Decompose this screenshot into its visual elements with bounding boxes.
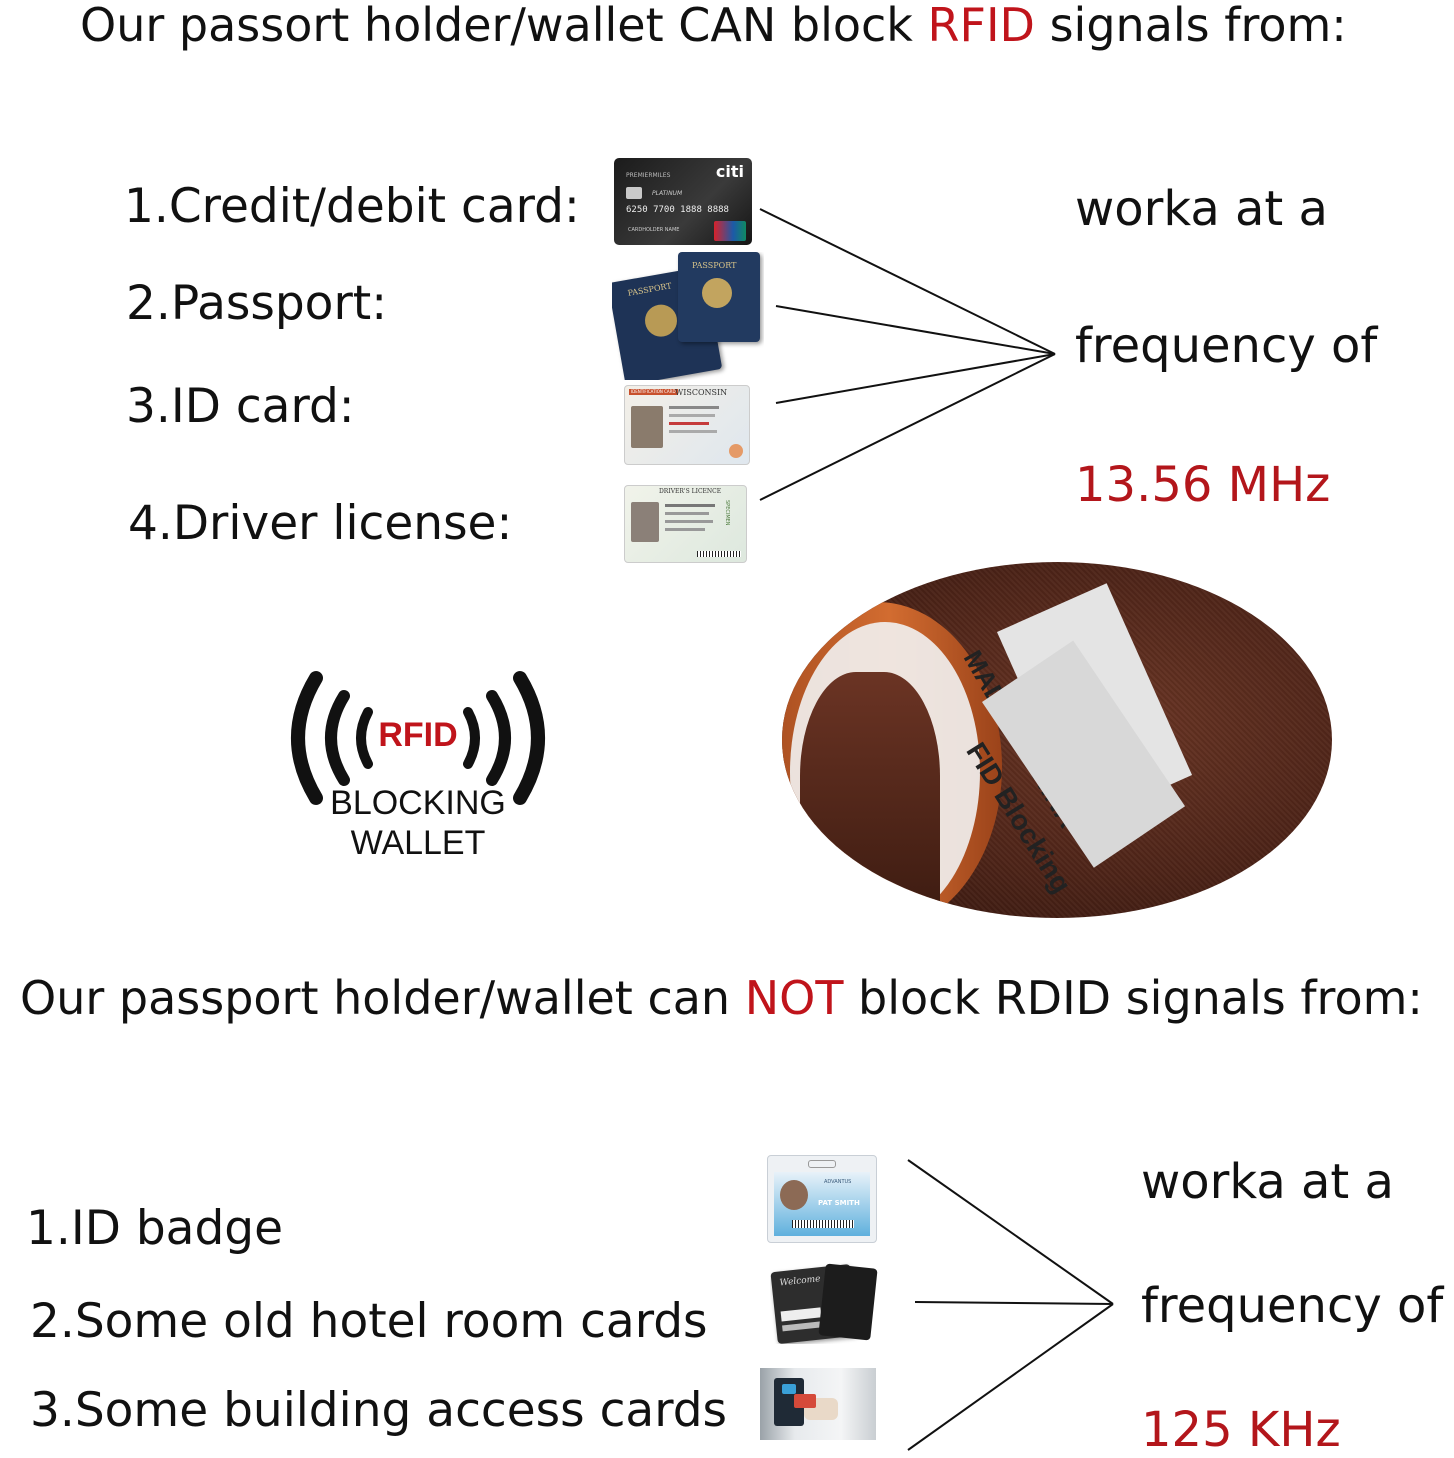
id-card-image: IDENTIFICATION CARD WISCONSIN — [624, 385, 750, 465]
hotel-keycard — [818, 1263, 878, 1341]
passport-image: PASSPORT PASSPORT — [612, 252, 764, 380]
bottom-item-hotel-cards: 2.Some old hotel room cards — [30, 1294, 708, 1349]
signal-waves-left-icon — [291, 671, 373, 805]
bottom-heading-highlight: NOT — [744, 971, 844, 1025]
eagle-seal-icon — [702, 278, 732, 308]
id-card-photo — [631, 406, 663, 448]
connector-access-card — [907, 1303, 1114, 1451]
citi-logo-icon: citi — [715, 162, 744, 181]
logo-line2: WALLET — [351, 824, 486, 862]
id-card-title: WISCONSIN — [675, 388, 728, 397]
signal-waves-right-icon — [463, 671, 545, 805]
connector-hotel-card — [914, 1301, 1114, 1305]
top-item-credit-card: 1.Credit/debit card: — [124, 179, 580, 234]
id-badge-image: ADVANTUS PAT SMITH — [767, 1155, 877, 1243]
connector-id-card — [775, 353, 1056, 404]
top-heading-tail: signals from: — [1034, 0, 1347, 52]
access-card-image — [760, 1368, 876, 1440]
badge-slot-icon — [808, 1160, 836, 1168]
barcode-icon — [697, 551, 741, 557]
bottom-heading-text: Our passport holder/wallet can — [20, 971, 745, 1025]
top-freq-line2: frequency of — [1075, 318, 1378, 374]
passport-front: PASSPORT — [678, 252, 760, 342]
wallet-photo: MADE IN CHINA FID Blocking — [782, 562, 1332, 918]
passport-front-label: PASSPORT — [692, 261, 737, 270]
passport-back-label: PASSPORT — [627, 281, 673, 298]
bottom-freq-line1: worka at a — [1141, 1154, 1394, 1210]
top-freq-value: 13.56 MHz — [1075, 457, 1331, 513]
bottom-heading: Our passport holder/wallet can NOT block… — [20, 975, 1423, 1021]
credit-card-image: PREMIERMILES citi PLATINUM 6250 7700 188… — [614, 158, 752, 245]
top-freq-line1: worka at a — [1075, 181, 1328, 237]
license-photo — [631, 502, 659, 542]
credit-card-program: PREMIERMILES — [626, 172, 671, 179]
top-heading-highlight: RFID — [927, 0, 1035, 52]
barcode-icon — [792, 1220, 854, 1228]
bottom-item-access-cards: 3.Some building access cards — [30, 1383, 728, 1438]
badge-company: ADVANTUS — [824, 1179, 852, 1185]
rfid-blocking-logo: RFID BLOCKING WALLET — [291, 671, 545, 862]
license-stamp: SPECIMEN — [724, 500, 730, 526]
credit-card-tier: PLATINUM — [652, 190, 683, 197]
chip-icon — [626, 187, 642, 199]
connector-credit-card — [759, 208, 1056, 355]
license-title: DRIVER'S LICENCE — [659, 488, 722, 495]
top-heading-text: Our passort holder/wallet CAN block — [80, 0, 928, 52]
credit-card-number: 6250 7700 1888 8888 — [626, 205, 729, 215]
credit-card-holder: CARDHOLDER NAME — [628, 227, 680, 233]
hotel-card-welcome: Welcome — [779, 1274, 822, 1289]
access-card-icon — [794, 1394, 816, 1408]
badge-name: PAT SMITH — [818, 1199, 860, 1207]
id-card-type: IDENTIFICATION CARD — [629, 389, 678, 395]
logo-rfid-text: RFID — [378, 716, 457, 754]
logo-line1: BLOCKING — [330, 784, 506, 822]
bottom-freq-value: 125 KHz — [1141, 1402, 1341, 1458]
hotel-card-image: Welcome — [770, 1262, 878, 1344]
connector-id-badge — [907, 1159, 1114, 1305]
badge-photo — [780, 1180, 808, 1210]
driver-license-image: DRIVER'S LICENCE SPECIMEN — [624, 485, 747, 563]
bottom-heading-tail: block RDID signals from: — [843, 971, 1423, 1025]
bottom-freq-line2: frequency of — [1141, 1278, 1444, 1334]
eagle-seal-icon — [642, 302, 680, 340]
top-item-id-card: 3.ID card: — [126, 379, 355, 434]
top-item-passport: 2.Passport: — [126, 276, 388, 331]
connector-passport — [775, 305, 1056, 355]
unionpay-logo-icon — [714, 221, 746, 241]
top-heading: Our passort holder/wallet CAN block RFID… — [80, 2, 1347, 48]
top-item-driver-license: 4.Driver license: — [128, 496, 513, 551]
bottom-item-id-badge: 1.ID badge — [26, 1201, 284, 1256]
connector-driver-license — [759, 353, 1056, 501]
